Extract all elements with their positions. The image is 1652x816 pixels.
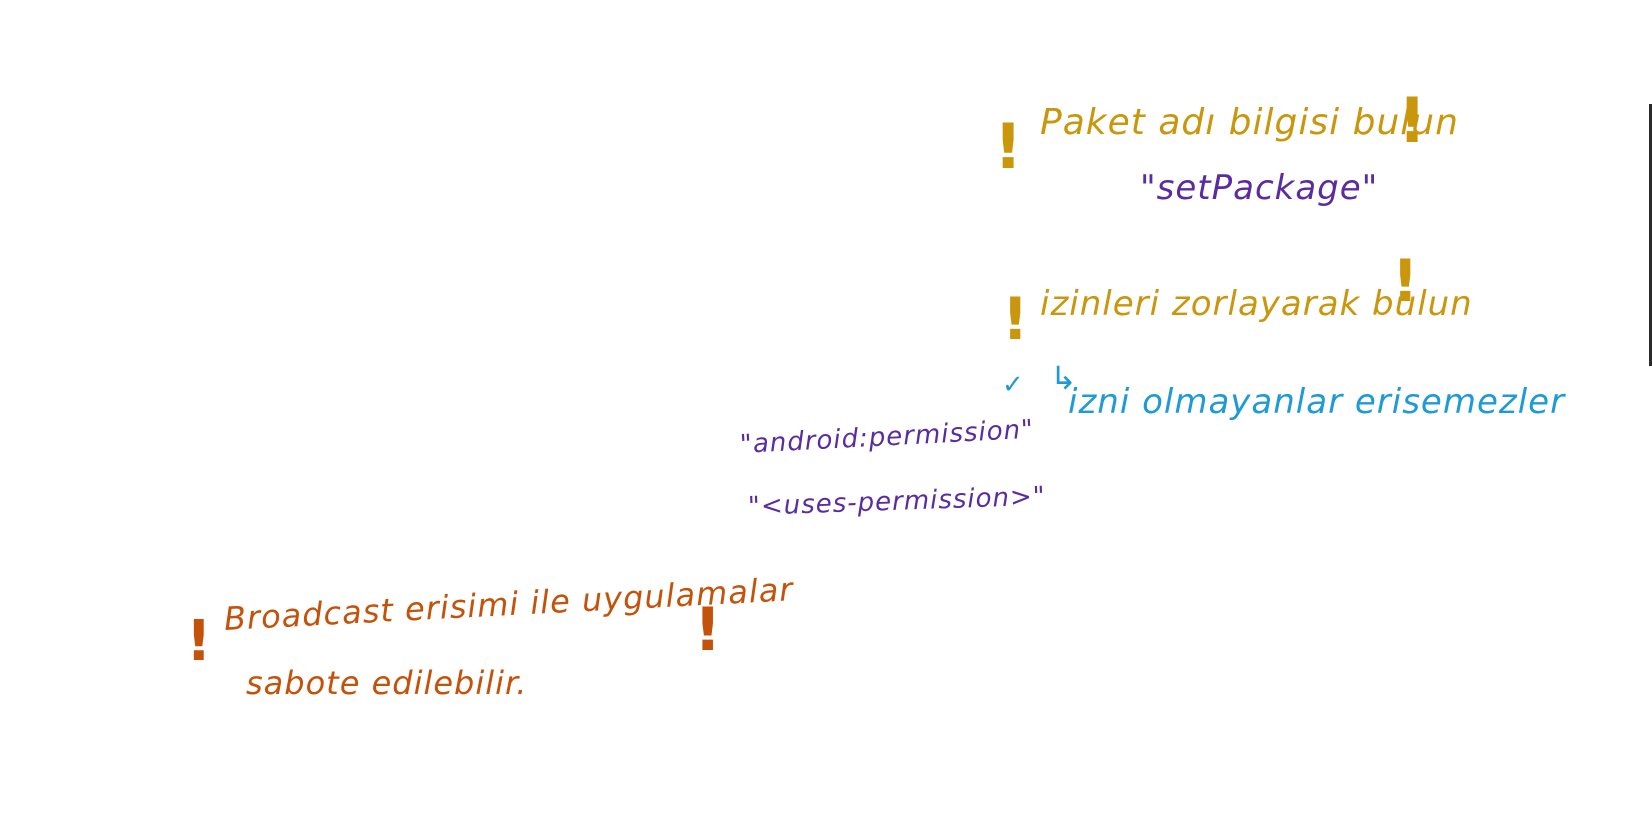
arrow-icon: ↳	[1050, 359, 1077, 397]
exclamation-icon: !	[1398, 84, 1427, 157]
exclamation-icon: !	[694, 595, 722, 665]
exclamation-icon: !	[186, 609, 212, 674]
android-permission-note: "android:permission"	[739, 414, 1035, 460]
permission-result-note: izni olmayanlar erisemezler	[1068, 382, 1566, 422]
uses-permission-note: "<uses-permission>"	[747, 481, 1047, 522]
permission-note-title: izinleri zorlayarak bulun	[1040, 284, 1473, 324]
broadcast-note-line2: sabote edilebilir.	[246, 664, 528, 702]
exclamation-icon: !	[994, 110, 1023, 183]
exclamation-icon: !	[1392, 247, 1419, 315]
package-code-note: "setPackage"	[1140, 168, 1379, 208]
check-icon: ✓	[1002, 370, 1024, 400]
exclamation-icon: !	[1002, 285, 1029, 353]
vertical-scrollbar[interactable]	[1649, 104, 1652, 366]
package-note-title: Paket adı bilgisi bulun	[1040, 102, 1459, 143]
